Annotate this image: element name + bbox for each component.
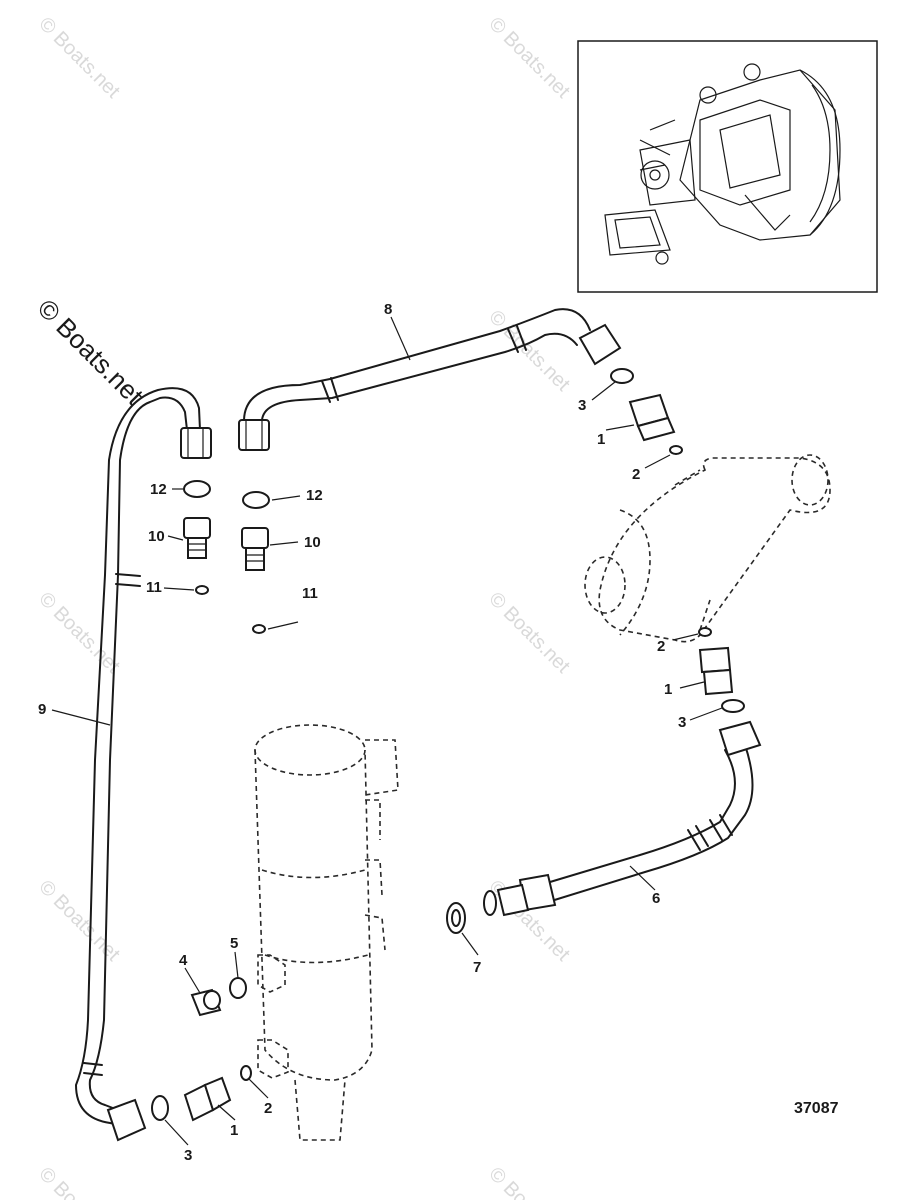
- watermark: © Boats.net: [484, 13, 574, 103]
- watermark: © Boats.net: [484, 1163, 574, 1200]
- callout-3: 3: [678, 714, 686, 731]
- callout-9: 9: [38, 701, 46, 718]
- fitting-1: [628, 393, 676, 442]
- watermark-main: © Boats.net: [32, 293, 150, 411]
- watermark: © Boats.net: [484, 588, 574, 678]
- fitting-1: [183, 1076, 232, 1122]
- o-ring-12: [183, 480, 211, 498]
- diagram-number: 37087: [794, 1100, 839, 1117]
- callout-1: 1: [230, 1122, 238, 1139]
- o-ring-2: [698, 627, 712, 637]
- heat-exchanger: [584, 454, 831, 643]
- plug-4: [190, 988, 222, 1017]
- callout-7: 7: [473, 959, 481, 976]
- callout-2: 2: [264, 1100, 272, 1117]
- callout-3: 3: [184, 1147, 192, 1164]
- hose-9: [75, 387, 212, 1142]
- o-ring-11: [252, 624, 266, 634]
- callout-12: 12: [306, 487, 323, 504]
- fitting-10: [183, 517, 211, 559]
- leader-lines: [51, 316, 723, 1146]
- watermark-layer: © Boats.net © Boats.net © Boats.net © Bo…: [34, 13, 574, 1200]
- washer-7: [446, 902, 466, 934]
- o-ring-5: [229, 977, 247, 999]
- callout-2: 2: [657, 638, 665, 655]
- callout-10: 10: [148, 528, 165, 545]
- hose-8: [238, 308, 622, 451]
- o-ring-3: [721, 699, 745, 713]
- callout-11: 11: [146, 579, 162, 596]
- watermark: © Boats.net: [34, 1163, 124, 1200]
- callout-2: 2: [632, 466, 640, 483]
- engine-inset: [577, 40, 878, 293]
- callouts: 8 3 1 2 12 12 10 10 11 11 9 2 1 3 6 7 4 …: [38, 301, 686, 1164]
- o-ring-3: [610, 368, 634, 384]
- callout-10: 10: [304, 534, 321, 551]
- callout-1: 1: [664, 681, 672, 698]
- callout-4: 4: [179, 952, 188, 969]
- callout-6: 6: [652, 890, 660, 907]
- fitting-1: [698, 646, 734, 696]
- cooler-cylinder: [254, 724, 399, 1141]
- callout-12: 12: [150, 481, 167, 498]
- o-ring-3: [151, 1095, 169, 1121]
- watermark: © Boats.net: [34, 876, 124, 966]
- o-ring-2: [240, 1065, 252, 1081]
- hose-6: [483, 720, 762, 917]
- callout-11: 11: [302, 585, 318, 602]
- o-ring-11: [195, 585, 209, 595]
- callout-5: 5: [230, 935, 238, 952]
- watermark: © Boats.net: [34, 588, 124, 678]
- o-ring-2: [669, 445, 683, 455]
- fitting-10: [241, 527, 269, 571]
- watermark: © Boats.net: [34, 13, 124, 103]
- callout-3: 3: [578, 397, 586, 414]
- callout-1: 1: [597, 431, 605, 448]
- o-ring-12: [242, 491, 270, 509]
- callout-8: 8: [384, 301, 392, 318]
